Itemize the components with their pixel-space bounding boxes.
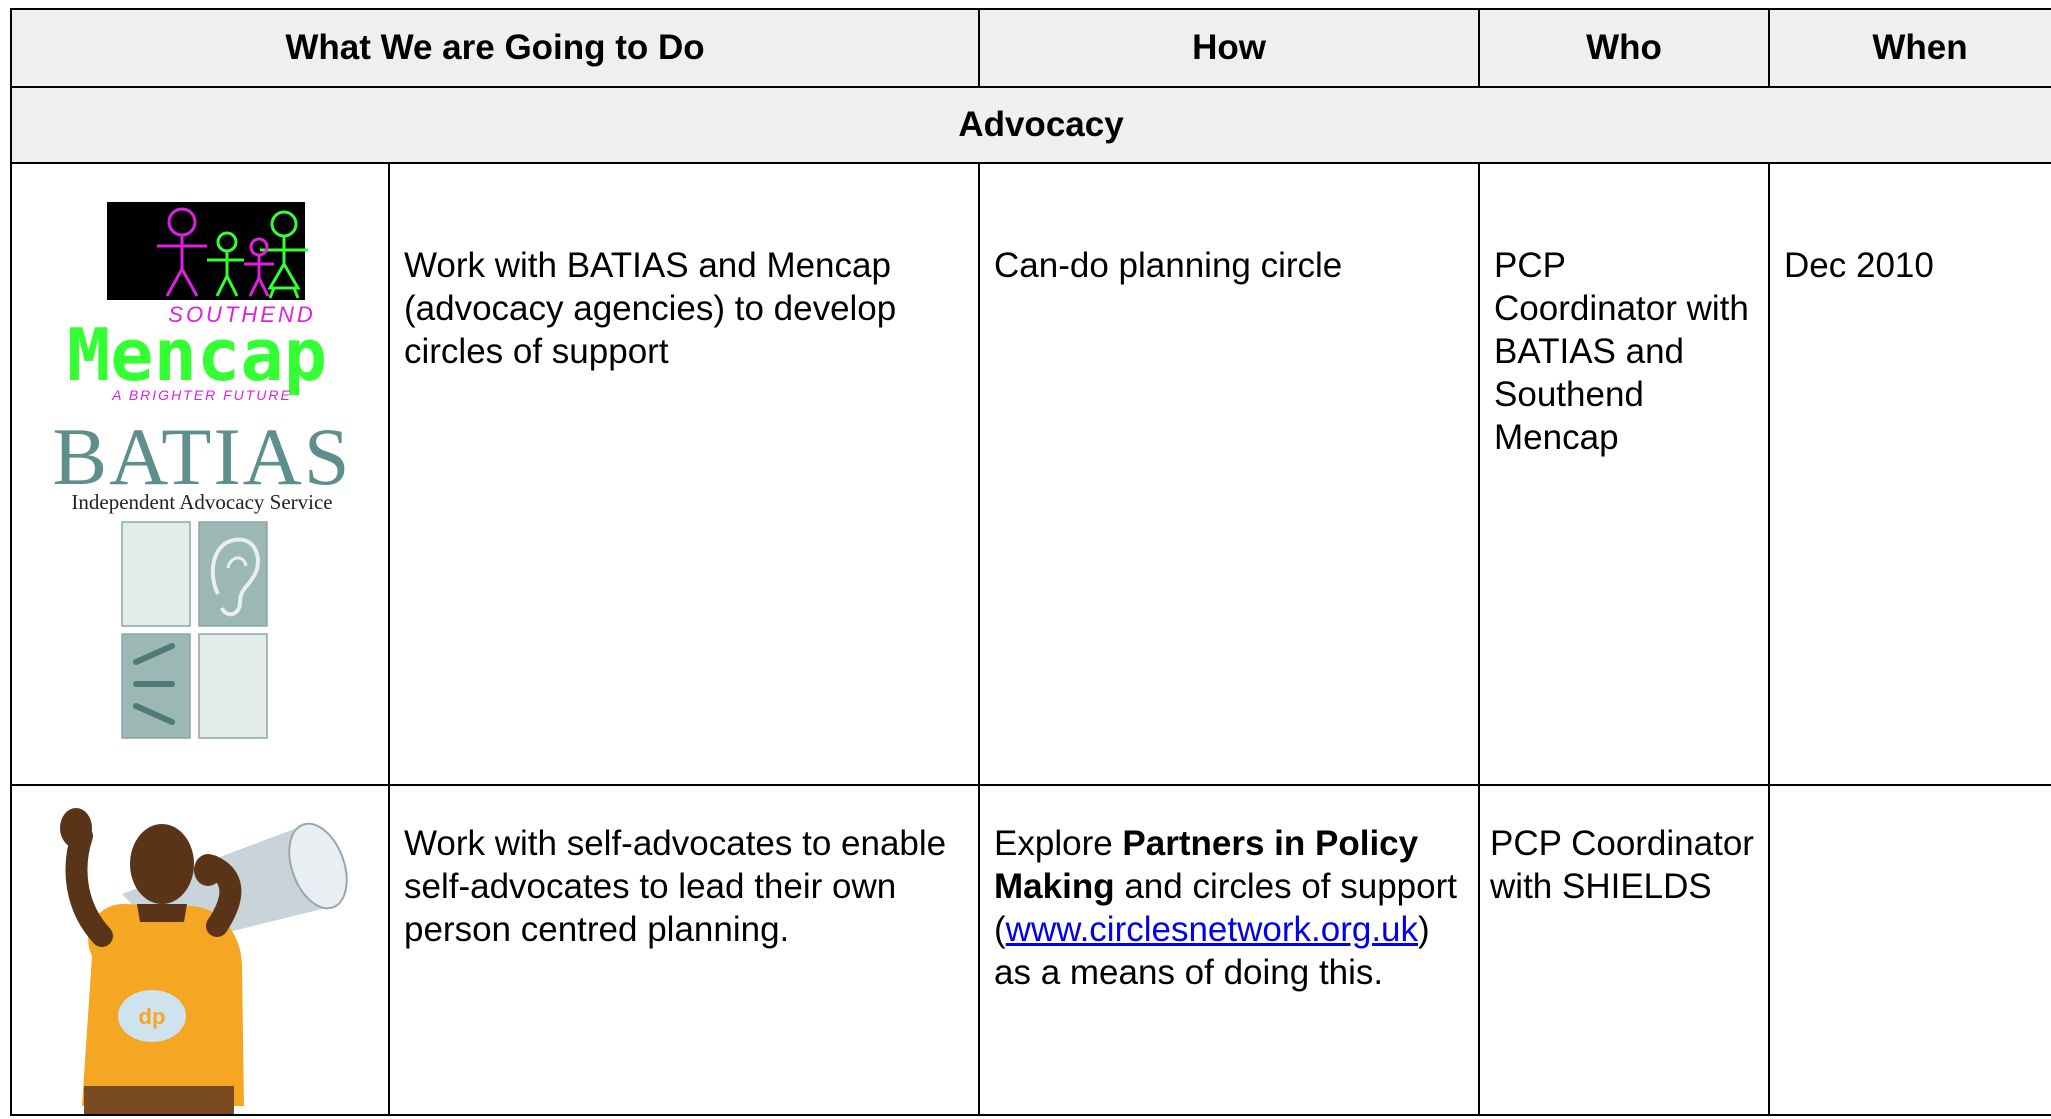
mencap-tagline-text: A BRIGHTER FUTURE [111,387,292,403]
header-who: Who [1478,8,1771,88]
what-cell: Work with self-advocates to enable self-… [387,784,981,1116]
mencap-logo: SOUTHEND Mencap A BRIGHTER FUTURE BATIAS… [52,202,351,739]
header-row: What We are Going to Do How Who When [9,8,2051,88]
table-row: SOUTHEND Mencap A BRIGHTER FUTURE BATIAS… [10,162,2051,786]
how-cell: Can-do planning circle [978,162,1481,786]
partners-in-policy-making: Partners in Policy Making [994,824,1419,906]
how-text: Explore Partners in Policy Making and ci… [980,786,1478,994]
batias-ear-icon [121,521,268,739]
section-title: Advocacy [9,86,2051,164]
header-what: What We are Going to Do [9,8,981,88]
photo-cell: dp [10,784,390,1116]
when-cell [1768,784,2051,1116]
logo-cell: SOUTHEND Mencap A BRIGHTER FUTURE BATIAS… [10,162,390,786]
when-cell: Dec 2010 [1768,162,2051,786]
header-how: How [978,8,1481,88]
shirt-text: dp [139,1004,166,1029]
action-plan-table: What We are Going to Do How Who When Adv… [9,8,2051,1116]
how-text-post: ) as a means of doing this. [994,910,1430,992]
when-text: Dec 2010 [1784,246,1934,285]
what-cell: Work with BATIAS and Mencap (advocacy ag… [387,162,981,786]
who-text: PCP Coordinator with BATIAS and Southend… [1494,246,1749,457]
mencap-main-text: Mencap [67,313,327,397]
megaphone-person-image: dp [60,808,348,1114]
what-text: Work with self-advocates to enable self-… [404,824,947,949]
what-text: Work with BATIAS and Mencap (advocacy ag… [404,246,897,371]
table-row: dp Work with self-advocates to enable se… [10,784,2051,1116]
batias-main-text: BATIAS [52,411,351,502]
header-when: When [1768,8,2051,88]
who-text: PCP Coordinator with SHIELDS [1490,824,1754,906]
how-text-mid: and circles of support ( [994,867,1457,949]
how-text-pre: Explore [994,824,1123,863]
circlesnetwork-link[interactable]: www.circlesnetwork.org.uk [1005,910,1419,949]
mencap-top-text: SOUTHEND [168,302,315,327]
section-row: Advocacy [9,86,2051,164]
how-cell: Explore Partners in Policy Making and ci… [978,784,1481,1116]
batias-sub-text: Independent Advocacy Service [71,490,332,514]
how-text: Can-do planning circle [994,246,1343,285]
who-cell: PCP Coordinator with BATIAS and Southend… [1478,162,1771,786]
when-text [1770,786,2051,822]
who-cell: PCP Coordinator with SHIELDS [1478,784,1771,1116]
